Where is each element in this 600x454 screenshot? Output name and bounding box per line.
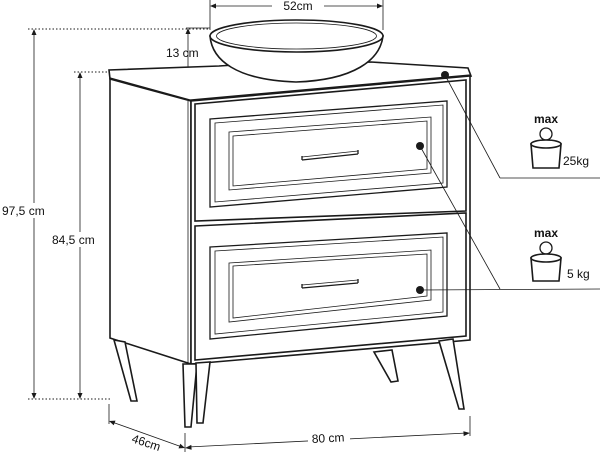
total-height-dimension: 97,5 cm xyxy=(0,28,208,400)
cabinet-legs xyxy=(112,338,465,428)
vessel-basin xyxy=(209,19,384,83)
lower-drawer-load-marker xyxy=(416,286,424,294)
depth-label: 46cm xyxy=(130,432,162,454)
upper-drawer-handle[interactable] xyxy=(301,150,359,161)
load-callouts xyxy=(416,71,600,294)
drawer-load-limit: max 5 kg xyxy=(505,220,600,286)
front-left-leg xyxy=(182,363,198,428)
sink-width-dimension: 52cm xyxy=(209,0,384,30)
far-right-leg xyxy=(437,338,465,410)
lower-drawer-handle[interactable] xyxy=(301,279,359,289)
cabinet-height-dimension: 84,5 cm xyxy=(50,71,112,399)
weight-icon xyxy=(530,241,562,282)
width-dimension: 80 cm xyxy=(185,416,471,450)
cabinet-side xyxy=(109,77,192,366)
width-label: 80 cm xyxy=(311,430,344,446)
vanity-cabinet xyxy=(108,61,473,428)
drawer-load-value: 5 kg xyxy=(567,267,590,281)
lower-drawer[interactable] xyxy=(194,212,467,361)
depth-dimension: 46cm xyxy=(108,404,186,454)
back-left-leg xyxy=(112,338,138,402)
sink-height-label: 13 cm xyxy=(166,46,199,60)
front-right-leg xyxy=(195,361,211,424)
drawer-load-max-label: max xyxy=(534,226,558,240)
upper-drawer-load-marker xyxy=(416,142,424,150)
cabinet-height-label: 84,5 cm xyxy=(52,233,95,247)
upper-drawer[interactable] xyxy=(194,79,467,222)
sink-width-label: 52cm xyxy=(283,0,312,13)
top-load-max-label: max xyxy=(534,112,558,126)
top-load-value: 25kg xyxy=(563,154,589,168)
back-right-leg xyxy=(372,349,399,383)
total-height-label: 97,5 cm xyxy=(2,204,45,218)
weight-icon xyxy=(530,127,562,169)
top-load-limit: max 25kg xyxy=(505,105,600,177)
top-load-marker xyxy=(441,71,449,79)
